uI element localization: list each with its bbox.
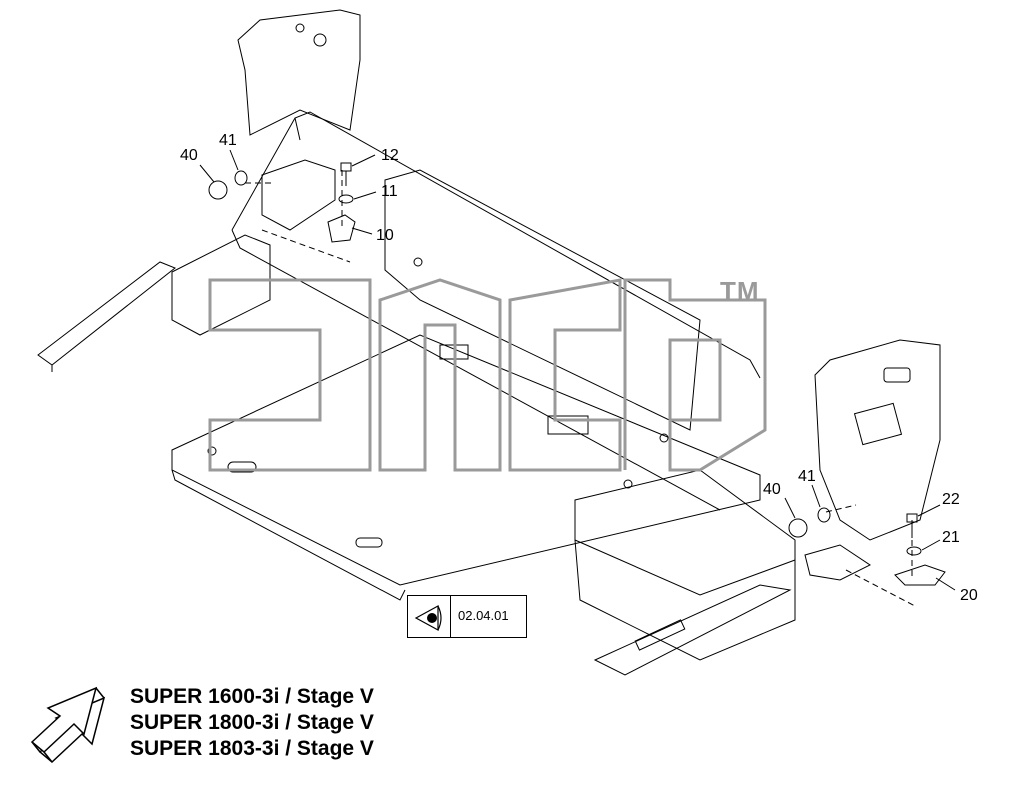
- callout-11: 11: [381, 183, 398, 200]
- callout-12: 12: [381, 147, 399, 164]
- model-label-1803: SUPER 1803-3i / Stage V: [130, 737, 374, 760]
- callout-22: 22: [942, 491, 960, 508]
- right-upright: [814, 339, 941, 541]
- arrow-icon: [30, 686, 106, 763]
- right-rail: [593, 584, 792, 676]
- deck-platform: [171, 334, 761, 586]
- frame-beam: [231, 111, 761, 379]
- watermark-logo: [208, 278, 767, 472]
- trademark-mark: TM: [720, 276, 760, 306]
- section-reference-code: 02.04.01: [458, 608, 509, 623]
- callout-10: 10: [376, 227, 394, 244]
- model-label-1600: SUPER 1600-3i / Stage V: [130, 685, 374, 708]
- callout-21: 21: [942, 529, 960, 546]
- bracket-10: [327, 214, 356, 243]
- callout-20: 20: [960, 587, 978, 604]
- callout-40-left: 40: [180, 147, 198, 164]
- washer-41-left: [234, 170, 248, 186]
- washer-41-right: [817, 507, 831, 523]
- eye-icon: [408, 596, 451, 637]
- callout-41-right: 41: [798, 468, 816, 485]
- callout-41-left: 41: [219, 132, 237, 149]
- model-label-1800: SUPER 1800-3i / Stage V: [130, 711, 374, 734]
- callout-40-right: 40: [763, 481, 781, 498]
- washer-21: [906, 546, 922, 556]
- knob-40-right: [788, 518, 808, 538]
- left-upright: [237, 9, 361, 136]
- section-reference-box[interactable]: 02.04.01: [407, 595, 527, 638]
- knob-40-left: [208, 180, 228, 200]
- washer-11: [338, 194, 354, 204]
- bolt-12: [340, 162, 352, 172]
- bracket-20: [894, 564, 946, 586]
- left-rail: [37, 261, 176, 366]
- left-housing: [171, 234, 271, 336]
